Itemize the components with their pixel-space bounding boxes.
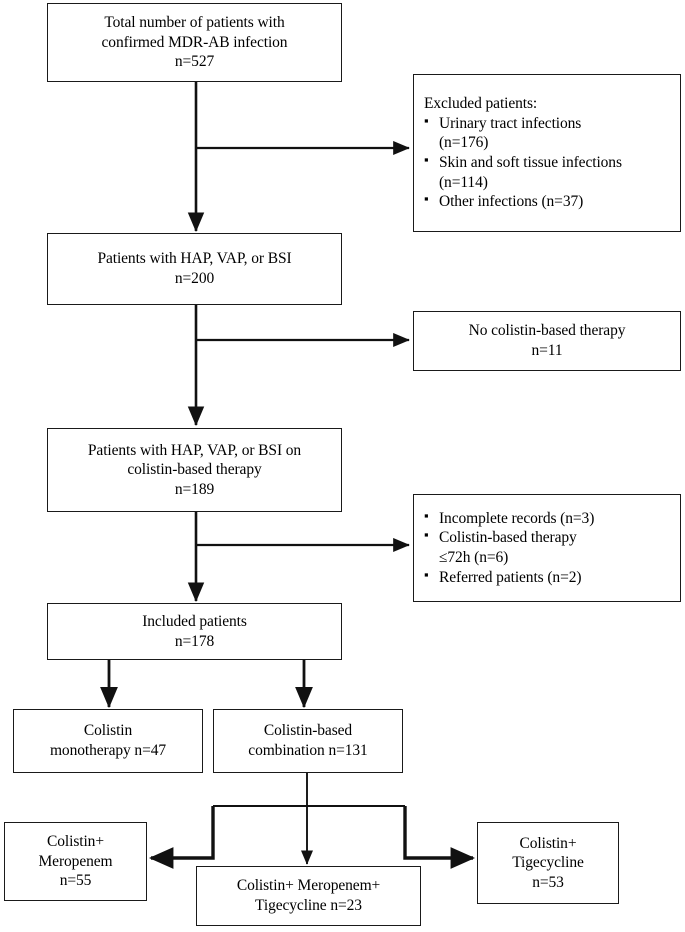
total-patients-box: Total number of patients with confirmed … [47,3,342,82]
colistin-combination-box: Colistin-based combination n=131 [213,709,403,773]
excluded-patients-box: Excluded patients: Urinary tract infecti… [413,74,681,232]
monotherapy-count: monotherapy n=47 [49,742,167,759]
col-mero-tige-line-2: Tigecycline n=23 [255,897,362,914]
no-colistin-count: n=11 [531,342,563,359]
total-patients-line-1: Total number of patients with [104,14,285,32]
excluded-item-skin-count: (n=114) [439,173,488,191]
on-colistin-line-1: Patients with HAP, VAP, or BSI on [87,441,302,459]
col-mero-line-2: Meropenem [38,852,113,870]
col-tige-count: n=53 [532,873,564,891]
exclusion-item-referred: Referred patients (n=2) [424,567,672,588]
edge-split-to-tigecycline [403,806,476,869]
excluded-patients-heading: Excluded patients: [424,95,538,113]
exclusion-item-short-therapy: Colistin-based therapy [424,528,672,548]
secondary-exclusions-box: Incomplete records (n=3) Colistin-based … [413,494,681,602]
excluded-patients-list: Urinary tract infections (n=176) Skin an… [424,113,672,212]
monotherapy-line-1: Colistin [83,722,133,740]
excluded-item-skin: Skin and soft tissue infections [424,152,672,173]
on-colistin-count: n=189 [174,480,215,498]
hap-vap-bsi-count: n=200 [174,270,215,287]
total-patients-line-2: confirmed MDR-AB infection [101,33,288,51]
hap-vap-bsi-line-1: Patients with HAP, VAP, or BSI [97,250,292,268]
excluded-item-urinary: Urinary tract infections [424,113,672,134]
combination-line-1: Colistin-based [263,722,353,740]
colistin-meropenem-box: Colistin+ Meropenem n=55 [4,822,147,901]
excluded-item-other: Other infections (n=37) [424,191,672,212]
included-patients-box: Included patients n=178 [47,603,342,660]
patients-on-colistin-box: Patients with HAP, VAP, or BSI on colist… [47,428,342,512]
on-colistin-line-2: colistin-based therapy [127,461,262,479]
exclusion-item-incomplete-records: Incomplete records (n=3) [424,508,672,529]
col-mero-count: n=55 [59,872,92,890]
colistin-monotherapy-box: Colistin monotherapy n=47 [13,709,203,773]
col-tige-line-2: Tigecycline [512,854,584,872]
col-mero-tige-line-1: Colistin+ Meropenem+ [236,877,381,895]
secondary-exclusions-list: Incomplete records (n=3) Colistin-based … [424,508,672,588]
col-mero-line-1: Colistin+ [47,833,104,851]
hap-vap-bsi-box: Patients with HAP, VAP, or BSI n=200 [47,233,342,305]
colistin-tigecycline-box: Colistin+ Tigecycline n=53 [477,822,619,904]
total-patients-count: n=527 [174,53,215,71]
included-patients-count: n=178 [174,632,215,650]
combination-count: combination n=131 [248,742,368,759]
col-tige-line-1: Colistin+ [519,834,577,852]
colistin-meropenem-tigecycline-box: Colistin+ Meropenem+ Tigecycline n=23 [196,866,421,926]
no-colistin-therapy-box: No colistin-based therapy n=11 [413,311,681,371]
exclusion-item-short-therapy-count: ≤72h (n=6) [439,549,509,566]
no-colistin-line-1: No colistin-based therapy [468,322,626,340]
excluded-item-urinary-count: (n=176) [439,134,489,152]
included-patients-label: Included patients [142,612,247,630]
edge-split-to-meropenem [148,806,215,869]
